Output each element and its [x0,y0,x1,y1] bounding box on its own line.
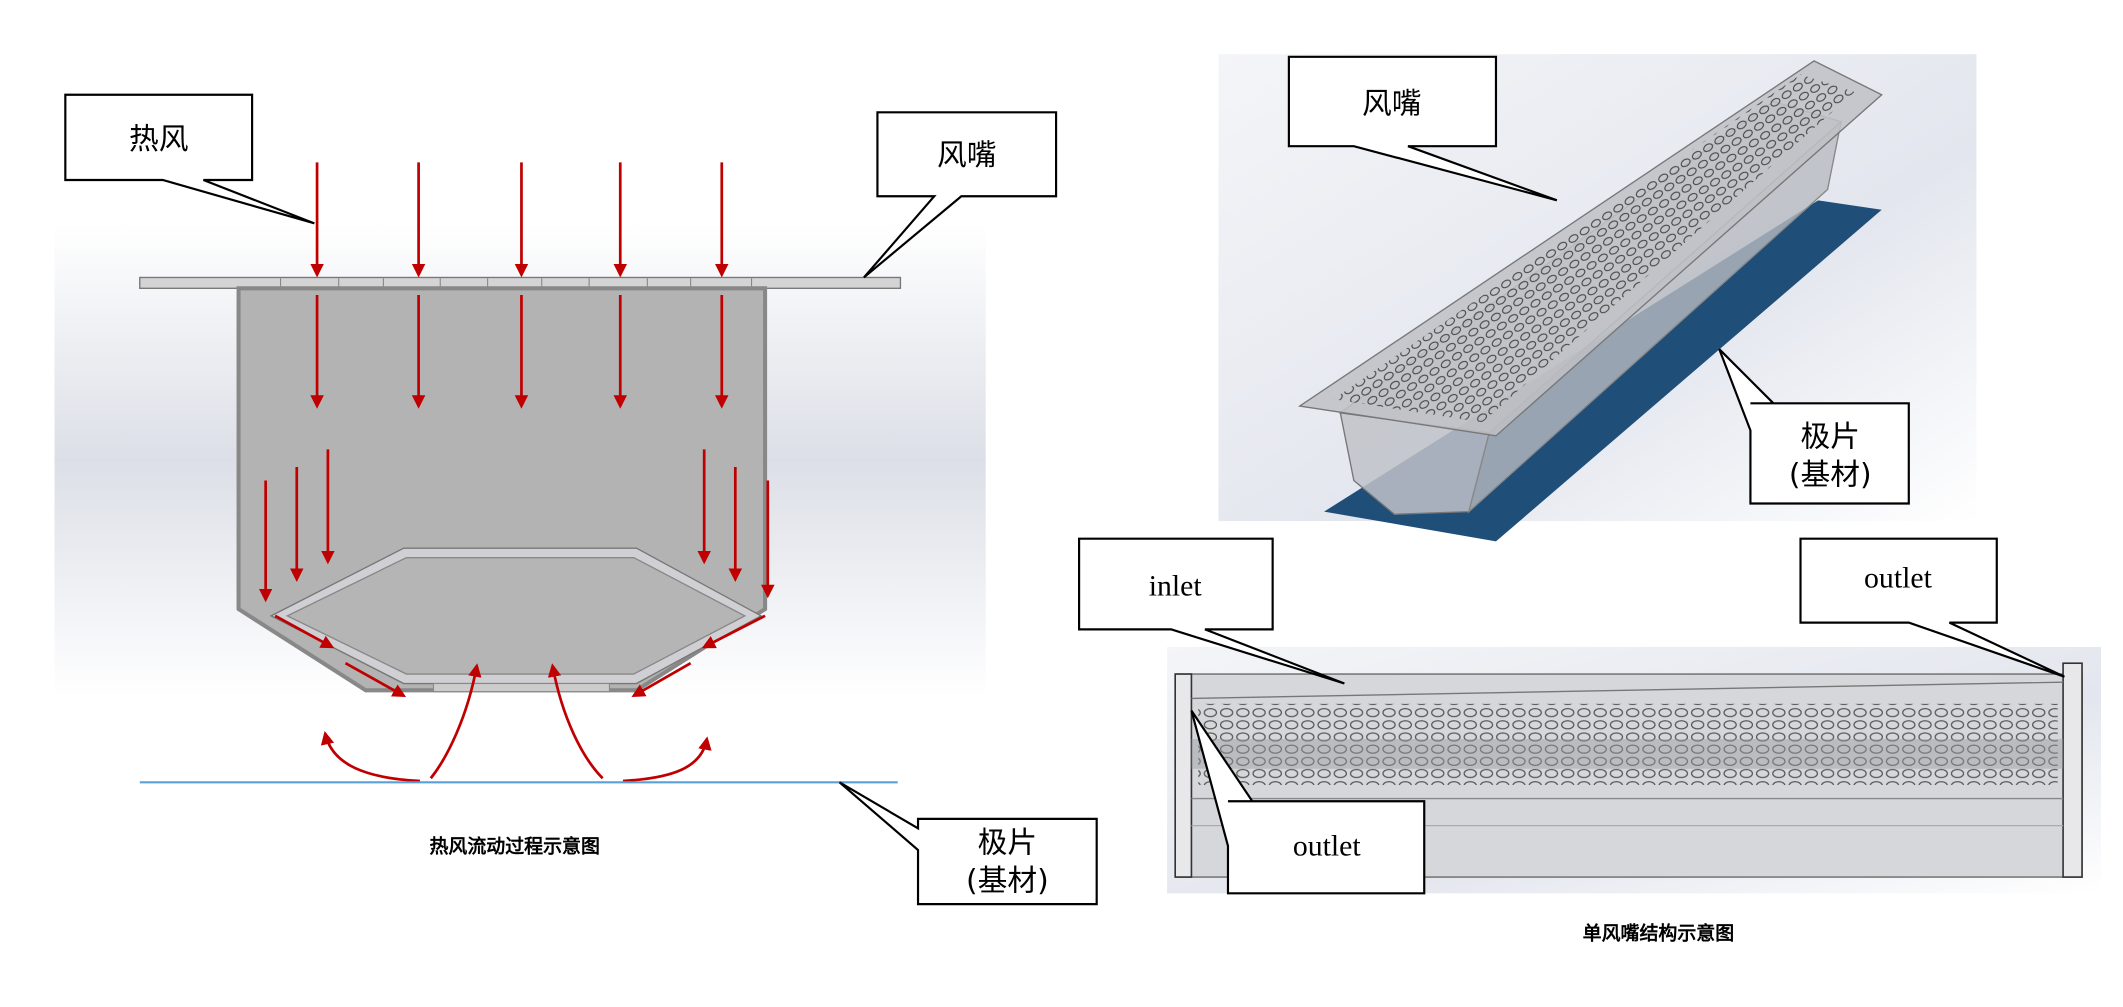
caption-right: 单风嘴结构示意图 [1583,921,1735,944]
svg-text:风嘴: 风嘴 [1362,87,1422,122]
svg-text:(基材): (基材) [966,864,1049,899]
callout-hot-air: 热风 [64,93,315,225]
svg-text:inlet: inlet [1149,570,1203,603]
callout-substrate-3d: 极片 (基材) [1718,348,1910,505]
callout-substrate: 极片 (基材) [838,781,1098,906]
callout-nozzle: 风嘴 [863,111,1058,279]
svg-text:outlet: outlet [1864,561,1933,594]
svg-text:风嘴: 风嘴 [937,138,997,173]
nozzle-top-view: inlet outlet outlet 单风嘴结构示意图 [1078,537,2101,944]
svg-text:(基材): (基材) [1789,458,1872,493]
callout-outlet-top: outlet [1799,537,2065,678]
hole-array [1198,703,2058,786]
svg-text:极片: 极片 [1801,420,1861,455]
callout-inlet: inlet [1078,537,1345,685]
flow-arrows [258,162,775,783]
callout-outlet-bottom: outlet [1190,709,1426,895]
svg-text:outlet: outlet [1293,829,1362,862]
caption-left: 热风流动过程示意图 [429,835,599,858]
svg-text:极片: 极片 [978,826,1038,861]
callout-nozzle-3d: 风嘴 [1287,55,1558,202]
hole-array [1333,74,1855,423]
outlet-slot [432,682,610,693]
svg-text:热风: 热风 [129,122,189,157]
nozzle-3d-render: 风嘴 极片 (基材) [1218,54,1977,542]
hot-air-flow-diagram: 热风 风嘴 极片 (基材) 热风流动过程示意图 [54,93,1098,906]
